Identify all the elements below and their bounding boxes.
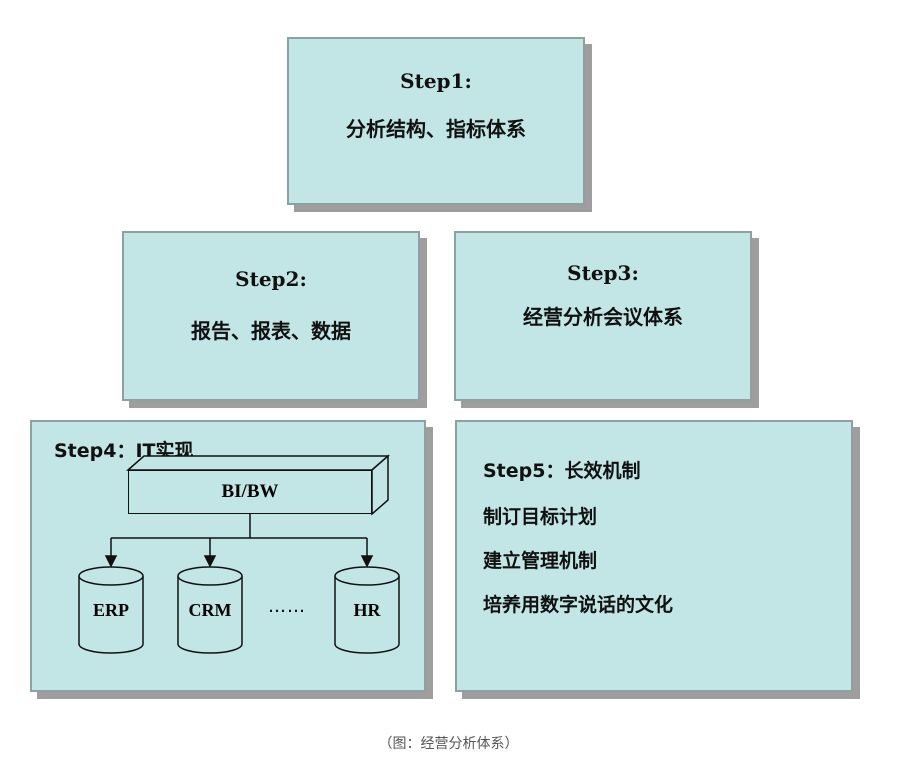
step2-box: Step2: 报告、报表、数据 — [122, 231, 420, 401]
bi-bw-box: BI/BW — [128, 470, 372, 514]
step2-title: Step2: — [235, 267, 307, 291]
database-icon — [177, 566, 243, 654]
step5-item-2: 建立管理机制 — [483, 550, 598, 572]
step1-subtitle: 分析结构、指标体系 — [346, 117, 526, 141]
step5-box: Step5：长效机制 制订目标计划 建立管理机制 培养用数字说话的文化 — [455, 420, 853, 692]
step5-title: Step5：长效机制 — [483, 460, 641, 482]
step1-title: Step1: — [400, 69, 472, 93]
connector-lines — [104, 514, 374, 568]
cylinder-label-crm: CRM — [188, 600, 232, 620]
database-icon — [334, 566, 400, 654]
cylinder-erp: ERP — [78, 566, 144, 654]
step5-item-3: 培养用数字说话的文化 — [483, 594, 674, 616]
step2-subtitle: 报告、报表、数据 — [191, 319, 351, 343]
cylinder-hr: HR — [334, 566, 400, 654]
figure-caption: （图：经营分析体系） — [378, 736, 519, 752]
step3-title: Step3: — [567, 261, 639, 285]
step5-item-1: 制订目标计划 — [483, 506, 598, 528]
cylinder-label-hr: HR — [353, 600, 381, 620]
step3-subtitle: 经营分析会议体系 — [523, 305, 683, 329]
database-icon — [78, 566, 144, 654]
step3-box: Step3: 经营分析会议体系 — [454, 231, 752, 401]
cylinder-crm: CRM — [177, 566, 243, 654]
step1-box: Step1: 分析结构、指标体系 — [287, 37, 585, 205]
ellipsis-text: …… — [268, 596, 306, 617]
cylinder-label-erp: ERP — [93, 600, 129, 620]
